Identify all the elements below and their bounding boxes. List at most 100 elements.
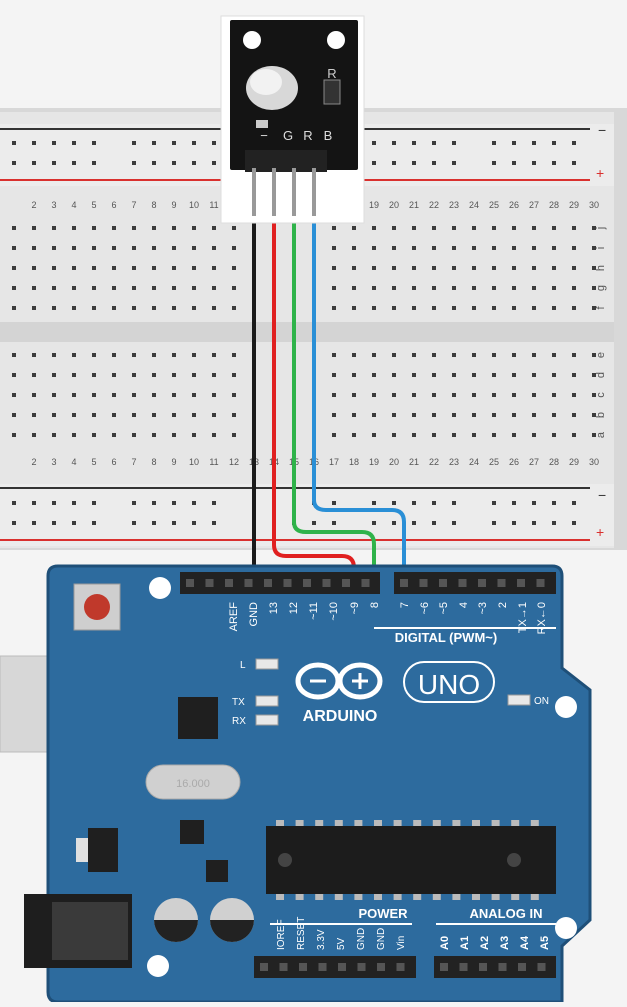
terminal-hole xyxy=(12,353,16,357)
rail-hole xyxy=(332,501,336,505)
power-header-hole[interactable] xyxy=(338,963,346,971)
power-header-hole[interactable] xyxy=(279,963,288,971)
terminal-hole xyxy=(372,246,376,250)
power-header-hole[interactable] xyxy=(318,963,327,971)
digital-header-holes xyxy=(186,579,545,587)
terminal-hole xyxy=(432,433,436,437)
rail-hole xyxy=(32,521,36,525)
terminal-hole xyxy=(592,306,596,310)
column-label: 26 xyxy=(509,457,519,467)
digital-header-hole[interactable] xyxy=(283,579,292,587)
digital-header-hole[interactable] xyxy=(303,579,311,587)
chip-pin xyxy=(511,894,520,900)
rail-hole xyxy=(32,161,36,165)
power-header-hole[interactable] xyxy=(377,963,385,971)
terminal-hole xyxy=(432,226,436,230)
digital-header-hole[interactable] xyxy=(400,579,408,587)
digital-header-hole[interactable] xyxy=(361,579,370,587)
terminal-hole xyxy=(172,353,176,357)
row-label: f xyxy=(595,306,607,310)
red-wire[interactable] xyxy=(272,215,356,590)
small-chip xyxy=(180,820,204,844)
terminal-hole xyxy=(332,373,336,377)
digital-header-hole[interactable] xyxy=(478,579,486,587)
green-wire[interactable] xyxy=(292,215,376,590)
power-header-hole[interactable] xyxy=(260,963,268,971)
reset-button[interactable] xyxy=(84,594,110,620)
terminal-hole xyxy=(112,373,116,377)
analog-header-hole[interactable] xyxy=(518,963,526,971)
rail-hole xyxy=(432,521,436,525)
rail-hole xyxy=(452,501,456,505)
column-label: 9 xyxy=(171,200,176,210)
power-header-hole[interactable] xyxy=(357,963,366,971)
terminal-hole xyxy=(72,246,76,250)
digital-header-hole[interactable] xyxy=(322,579,331,587)
digital-header-hole[interactable] xyxy=(342,579,350,587)
terminal-hole xyxy=(492,306,496,310)
chip-pin xyxy=(393,820,402,826)
terminal-hole xyxy=(512,306,516,310)
rail-hole xyxy=(492,141,496,145)
power-header-hole[interactable] xyxy=(299,963,307,971)
terminal-hole xyxy=(172,246,176,250)
terminal-hole xyxy=(572,286,576,290)
column-label: 4 xyxy=(71,457,76,467)
terminal-hole xyxy=(472,266,476,270)
digital-header-hole[interactable] xyxy=(186,579,194,587)
terminal-hole xyxy=(552,226,556,230)
analog-header-hole[interactable] xyxy=(440,963,448,971)
analog-header-hole[interactable] xyxy=(459,963,468,971)
terminal-hole xyxy=(412,246,416,250)
resistor-label: R xyxy=(327,66,336,81)
terminal-hole xyxy=(212,246,216,250)
led-rx xyxy=(255,714,279,726)
column-label: 3 xyxy=(51,200,56,210)
rail-hole xyxy=(32,501,36,505)
power-header-hole[interactable] xyxy=(396,963,405,971)
terminal-hole xyxy=(332,353,336,357)
digital-header-hole[interactable] xyxy=(225,579,233,587)
chip-pin xyxy=(354,894,363,900)
rail-hole xyxy=(572,521,576,525)
analog-header-hole[interactable] xyxy=(498,963,507,971)
analog-header-hole[interactable] xyxy=(479,963,487,971)
analog-pin-label: A5 xyxy=(539,936,551,950)
column-label: 11 xyxy=(209,200,218,210)
terminal-hole xyxy=(32,306,36,310)
digital-header-hole[interactable] xyxy=(536,579,545,587)
digital-pin-label: 12 xyxy=(288,602,300,614)
module-pin-label: − xyxy=(260,128,268,143)
terminal-hole xyxy=(72,306,76,310)
terminal-hole xyxy=(212,353,216,357)
terminal-hole xyxy=(132,306,136,310)
terminal-hole xyxy=(92,413,96,417)
blue-wire[interactable] xyxy=(312,215,406,590)
digital-header-hole[interactable] xyxy=(419,579,428,587)
terminal-hole xyxy=(592,266,596,270)
terminal-hole xyxy=(532,266,536,270)
digital-header-hole[interactable] xyxy=(244,579,253,587)
analog-pin-label: A2 xyxy=(479,936,491,950)
digital-header-hole[interactable] xyxy=(517,579,525,587)
analog-header-hole[interactable] xyxy=(537,963,546,971)
power-jack-face xyxy=(52,902,128,960)
terminal-hole xyxy=(592,373,596,377)
mount-hole-left xyxy=(243,31,261,49)
rail-hole xyxy=(432,141,436,145)
board-mount-hole-3 xyxy=(555,917,577,939)
digital-header-hole[interactable] xyxy=(497,579,506,587)
column-label: 5 xyxy=(91,457,96,467)
digital-header-hole[interactable] xyxy=(439,579,447,587)
digital-header-hole[interactable] xyxy=(264,579,272,587)
digital-header-hole[interactable] xyxy=(458,579,467,587)
center-channel xyxy=(0,322,614,342)
rail-hole xyxy=(152,521,156,525)
terminal-hole xyxy=(152,413,156,417)
column-label: 24 xyxy=(469,200,479,210)
digital-header-hole[interactable] xyxy=(205,579,214,587)
terminal-hole xyxy=(212,286,216,290)
terminal-hole xyxy=(392,286,396,290)
